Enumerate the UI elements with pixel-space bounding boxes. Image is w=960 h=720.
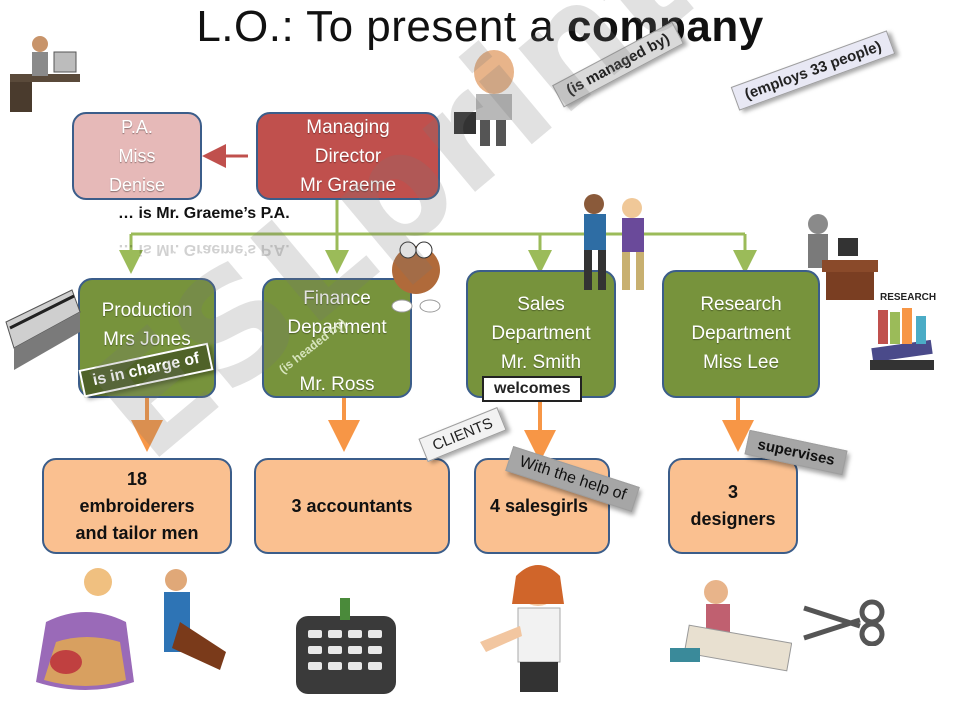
pa-line-1: P.A. [121,116,153,137]
tag-welcomes: welcomes [482,376,583,402]
pa-line-2: Miss [118,145,156,166]
saleswoman-clipart [480,565,564,692]
ballgown-clipart [36,568,134,690]
dept-research-line-2: Department [691,323,791,344]
dept-finance-line-2: Department [287,317,387,338]
coin-character-clipart [391,241,441,313]
staff-salesgirls-line-1: 4 salesgirls [490,495,589,516]
dept-finance-line-1: Finance [303,288,371,309]
dept-research-line-3: Miss Lee [702,352,780,373]
dept-finance-head: Mr. Ross [299,374,375,395]
md-line-3: Mr Graeme [299,174,397,196]
office-worker-clipart [10,36,80,112]
dept-research: Research Department Miss Lee [662,270,820,398]
staff-designers: 3 designers [668,458,798,554]
staff-designers-line-1: 3 [727,482,738,502]
md-line-1: Managing [306,116,390,138]
pa-box: P.A. Miss Denise [72,112,202,200]
dept-finance: Finance Department Mr. Ross [262,278,412,398]
managing-director-box: Managing Director Mr Graeme [256,112,440,200]
designer-clipart [670,580,792,672]
md-line-2: Director [314,145,382,167]
businessman-clipart [454,50,514,146]
conveyor-machine-clipart [5,289,81,370]
computer-worker-clipart [808,214,878,300]
calculator-clipart [296,598,396,694]
tailor-clipart [164,569,226,670]
staff-accountants: 3 accountants [254,458,450,554]
staff-embroiderers: 18 embroiderers and tailor men [42,458,232,554]
staff-embroiderers-line-3: and tailor men [75,522,199,543]
books-clipart [870,308,934,370]
pa-line-3: Denise [108,174,166,195]
research-label: RESEARCH [880,292,937,303]
dept-sales-line-2: Department [491,323,591,344]
scissors-clipart [803,599,885,646]
title-prefix: L.O.: To present a [196,2,567,51]
dept-production-line-1: Production [101,300,193,321]
dept-sales-line-1: Sales [517,294,565,315]
staff-embroiderers-line-1: 18 [126,468,148,489]
staff-designers-line-2: designers [690,509,776,529]
staff-embroiderers-line-2: embroiderers [79,495,195,516]
dept-sales-line-3: Mr. Smith [500,352,582,373]
dept-research-line-1: Research [700,294,782,315]
staff-accountants-line-1: 3 accountants [291,495,413,516]
handshake-clipart [584,194,644,290]
pa-caption: … is Mr. Graeme’s P.A. [118,205,290,222]
dept-production-line-2: Mrs Jones [103,329,191,350]
